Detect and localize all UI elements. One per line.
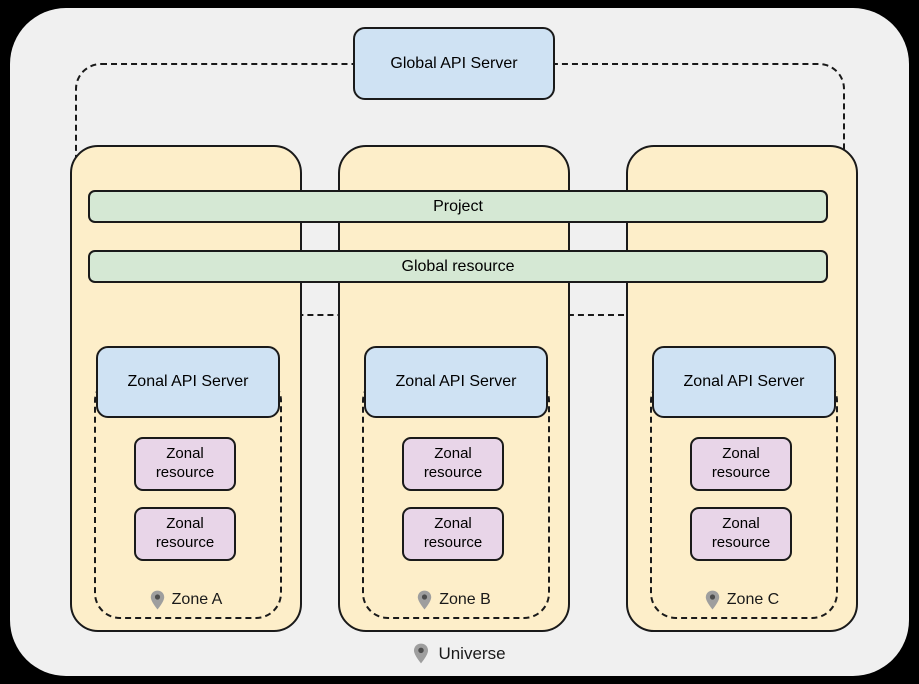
zonal-resource-line2: resource xyxy=(423,464,483,481)
map-pin-icon xyxy=(418,590,432,610)
zonal-resource-line1: Zonal xyxy=(434,515,472,533)
zonal-resource-line1: Zonal xyxy=(722,445,760,463)
zonal-resource-zone-b-1[interactable]: Zonal resource xyxy=(402,437,504,491)
zone-label-zone-a: Zone A xyxy=(72,590,300,610)
zonal-resource-zone-a-1[interactable]: Zonal resource xyxy=(134,437,236,491)
zonal-resource-zone-b-2[interactable]: Zonal resource xyxy=(402,507,504,561)
zonal-api-server-label: Zonal API Server xyxy=(127,373,249,390)
zonal-api-server-zone-b[interactable]: Zonal API Server xyxy=(364,346,548,418)
map-pin-icon xyxy=(150,590,164,610)
zonal-api-server-zone-a[interactable]: Zonal API Server xyxy=(96,346,280,418)
zonal-api-server-label: Zonal API Server xyxy=(395,373,517,390)
zone-label-zone-c: Zone C xyxy=(628,590,856,610)
zonal-api-server-label: Zonal API Server xyxy=(683,373,805,390)
zone-name: Zone C xyxy=(726,591,780,608)
zone-label-zone-b: Zone B xyxy=(340,590,568,610)
zone-name: Zone A xyxy=(171,591,223,608)
zonal-resource-zone-c-2[interactable]: Zonal resource xyxy=(690,507,792,561)
global-bar-global-resource[interactable]: Global resource xyxy=(88,250,828,283)
zonal-resource-line2: resource xyxy=(155,534,215,551)
zone-box-zone-b[interactable]: Zonal API Server Zonal resource Zonal re… xyxy=(338,145,570,632)
zonal-resource-line1: Zonal xyxy=(434,445,472,463)
universe-label: Universe xyxy=(0,643,919,664)
zone-box-zone-c[interactable]: Zonal API Server Zonal resource Zonal re… xyxy=(626,145,858,632)
zonal-resource-line2: resource xyxy=(711,534,771,551)
zonal-api-server-zone-c[interactable]: Zonal API Server xyxy=(652,346,836,418)
universe-name: Universe xyxy=(438,643,506,663)
zone-name: Zone B xyxy=(439,591,491,608)
zonal-resource-line1: Zonal xyxy=(166,515,204,533)
zonal-resource-line2: resource xyxy=(155,464,215,481)
zonal-resource-line2: resource xyxy=(423,534,483,551)
map-pin-icon xyxy=(414,643,429,664)
zonal-resource-line1: Zonal xyxy=(166,445,204,463)
zonal-resource-line2: resource xyxy=(711,464,771,481)
global-bar-label: Project xyxy=(433,197,483,215)
zonal-resource-line1: Zonal xyxy=(722,515,760,533)
global-bar-project[interactable]: Project xyxy=(88,190,828,223)
global-api-server[interactable]: Global API Server xyxy=(353,27,555,100)
global-bar-label: Global resource xyxy=(401,257,515,275)
map-pin-icon xyxy=(705,590,719,610)
zonal-resource-zone-a-2[interactable]: Zonal resource xyxy=(134,507,236,561)
zone-box-zone-a[interactable]: Zonal API Server Zonal resource Zonal re… xyxy=(70,145,302,632)
zonal-resource-zone-c-1[interactable]: Zonal resource xyxy=(690,437,792,491)
global-api-server-label: Global API Server xyxy=(390,54,518,72)
